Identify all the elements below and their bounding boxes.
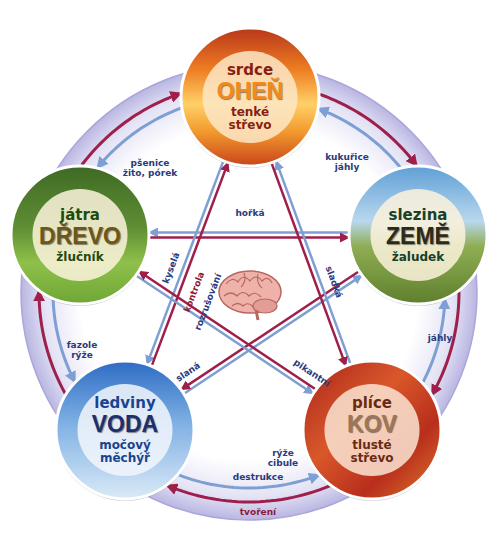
brain-illustration: [219, 271, 281, 320]
food-label: pšenice žito, pórek: [120, 158, 180, 178]
inner-disc: [370, 189, 465, 281]
food-label: rýže cibule: [263, 448, 303, 468]
element-photo: [303, 361, 441, 499]
element-name: OHEŇ: [217, 79, 283, 104]
connector-line: [272, 164, 346, 366]
brain-fold: [241, 273, 262, 288]
connector-line: [147, 162, 223, 364]
diagram-label: destrukce: [233, 472, 283, 482]
text-group: slezinaZEMĚ žaludek: [346, 163, 490, 307]
organ-name: plíce: [352, 395, 392, 412]
element-name: VODA: [92, 412, 158, 437]
element-name: ZEMĚ: [386, 224, 450, 249]
food-label: fazole rýže: [62, 340, 102, 360]
connector-line: [179, 475, 319, 488]
circle-shadow: [55, 361, 195, 501]
paired-organ: žaludek: [392, 251, 444, 264]
connector-line: [152, 163, 228, 365]
organ-name: srdce: [227, 62, 273, 79]
control-arrow: [272, 162, 351, 365]
organ-name: slezina: [389, 207, 448, 224]
inner-disc: [324, 384, 419, 476]
paired-organ: močový měchýř: [92, 439, 158, 465]
brain-stem: [256, 310, 258, 320]
inner-disc: [32, 189, 127, 281]
element-circle: slezinaZEMĚ žaludek: [346, 163, 490, 307]
circle-shadow: [302, 361, 442, 501]
connector-line: [140, 272, 316, 389]
paired-organ: tenké střevo: [217, 106, 283, 132]
control-arrow: [150, 233, 348, 238]
cycle-arrow: [423, 292, 459, 395]
diagram-label: slaná: [174, 360, 202, 383]
organ-name: ledviny: [94, 395, 155, 412]
control-arrow: [147, 162, 227, 366]
connector-line: [150, 236, 348, 239]
connector-line: [319, 109, 400, 167]
element-name: DŘEVO: [39, 224, 121, 249]
cycle-arrow: [39, 292, 75, 394]
connector-line: [320, 94, 416, 165]
text-group: játraDŘEVO žlučník: [8, 163, 152, 307]
brain-fold: [232, 304, 253, 308]
element-photo: [181, 28, 319, 166]
brain-fold: [224, 293, 261, 298]
connector-line: [53, 300, 74, 382]
cycle-arrow: [82, 94, 181, 168]
element-photo: [11, 166, 149, 304]
text-group: srdceOHEŇtenké střevo: [178, 25, 322, 169]
connector-line: [168, 486, 330, 502]
text-group: plíceKOVtlusté střevo: [300, 358, 444, 502]
paired-organ: tlusté střevo: [339, 439, 405, 465]
circle-shadow: [10, 166, 150, 306]
cycle-arrow: [319, 94, 416, 167]
text-group: ledvinyVODAmočový měchýř: [53, 358, 197, 502]
cycle-arrow: [168, 475, 330, 502]
connector-line: [150, 231, 348, 234]
connector-line: [432, 292, 459, 395]
inner-disc: [77, 384, 172, 476]
element-circle: játraDŘEVO žlučník: [8, 163, 152, 307]
connector-line: [39, 292, 65, 394]
element-name: KOV: [347, 412, 397, 437]
element-circle: plíceKOVtlusté střevo: [300, 358, 444, 502]
connector-line: [82, 94, 180, 165]
circle-shadow: [348, 166, 488, 306]
paired-organ: žlučník: [56, 251, 103, 264]
circle-shadow: [180, 28, 320, 168]
organ-name: játra: [60, 207, 100, 224]
brain-shape: [219, 271, 281, 313]
connector-line: [276, 162, 350, 364]
brain-fold: [226, 277, 272, 284]
inner-disc: [202, 51, 297, 143]
connector-line: [423, 300, 445, 382]
diagram-label: hořká: [235, 208, 264, 218]
connector-line: [98, 108, 181, 167]
element-photo: [349, 166, 487, 304]
element-photo: [56, 361, 194, 499]
diagram-label: tvoření: [240, 507, 276, 517]
element-circle: ledvinyVODAmočový měchýř: [53, 358, 197, 502]
food-label: kukuřice jáhly: [322, 152, 372, 172]
element-circle: srdceOHEŇtenké střevo: [178, 25, 322, 169]
